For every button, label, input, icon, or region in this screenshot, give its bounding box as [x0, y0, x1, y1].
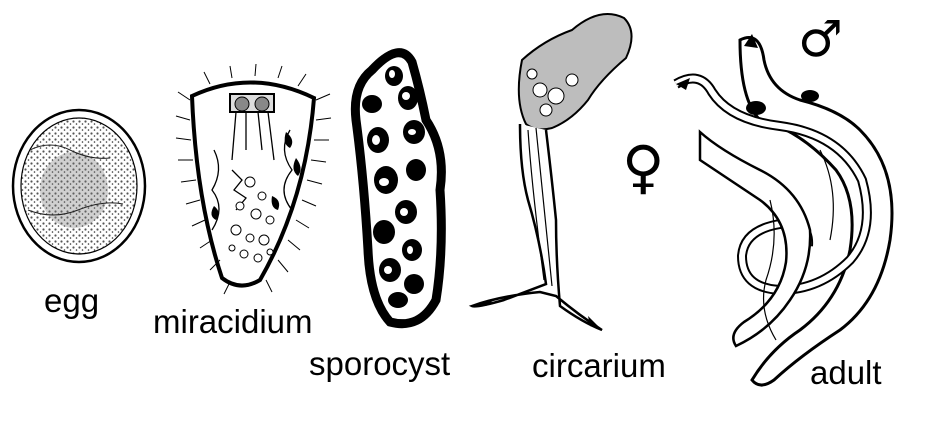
sporocyst-illustration	[350, 48, 446, 329]
label-miracidium: miracidium	[153, 303, 313, 340]
egg-illustration	[11, 108, 147, 264]
label-egg: egg	[44, 282, 100, 319]
label-sporocyst: sporocyst	[309, 345, 451, 382]
female-symbol: ♀	[622, 133, 665, 201]
label-circarium: circarium	[532, 347, 666, 384]
label-adult: adult	[810, 354, 882, 391]
adult-illustration	[673, 34, 894, 387]
miracidium-illustration	[175, 63, 332, 295]
male-symbol: ♂	[798, 10, 843, 68]
circarium-illustration	[468, 13, 633, 332]
